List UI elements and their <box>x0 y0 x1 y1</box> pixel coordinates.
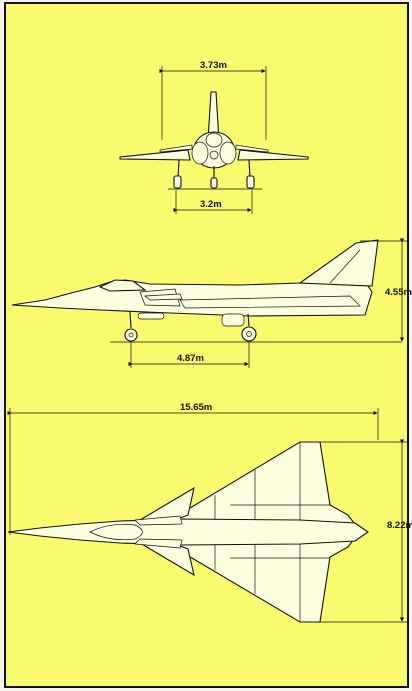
front-track-dimension: 3.2m <box>173 190 253 214</box>
front-left-intake <box>191 141 209 165</box>
side-pylon-store <box>137 312 165 320</box>
top-length-dimension: 15.65m <box>7 402 379 535</box>
top-canopy <box>89 523 143 541</box>
top-view: 15.65m 8.22m <box>7 402 412 623</box>
front-right-wing <box>237 149 309 161</box>
front-left-wheel <box>173 175 182 189</box>
front-span-dimension: 3.73m <box>159 60 267 140</box>
side-wheelbase-dimension: 4.87m <box>128 342 250 368</box>
front-nose <box>209 150 219 160</box>
front-view: 3.73m <box>119 60 309 214</box>
front-nose-wheel <box>210 177 218 189</box>
front-left-canard <box>159 144 193 153</box>
side-nose-wheel <box>124 328 138 342</box>
side-height-dimension: 4.55m <box>360 238 412 342</box>
side-tail-fin <box>298 239 379 287</box>
front-left-wing <box>119 149 191 161</box>
top-wingspan-label: 8.22m <box>387 520 412 531</box>
side-main-store <box>221 313 245 327</box>
side-wing <box>179 295 361 309</box>
front-right-canard <box>235 144 269 153</box>
side-wheelbase-label: 4.87m <box>177 353 204 364</box>
top-length-label: 15.65m <box>180 402 212 413</box>
yellow-drawing-sheet <box>4 2 409 688</box>
front-right-intake <box>219 141 237 165</box>
side-canopy <box>98 279 147 292</box>
front-track-label: 3.2m <box>200 199 222 210</box>
side-height-label: 4.55m <box>385 287 412 298</box>
front-canopy <box>205 132 223 148</box>
side-main-wheel <box>241 326 257 342</box>
side-canard <box>144 293 183 301</box>
top-right-intake <box>134 538 183 549</box>
top-left-intake <box>134 515 183 526</box>
front-span-label: 3.73m <box>200 60 227 71</box>
top-wingspan-dimension: 8.22m <box>320 439 412 623</box>
side-view: 4.55m 4.87m <box>11 238 412 368</box>
front-right-wheel <box>246 175 255 189</box>
top-fuselage <box>7 518 369 546</box>
